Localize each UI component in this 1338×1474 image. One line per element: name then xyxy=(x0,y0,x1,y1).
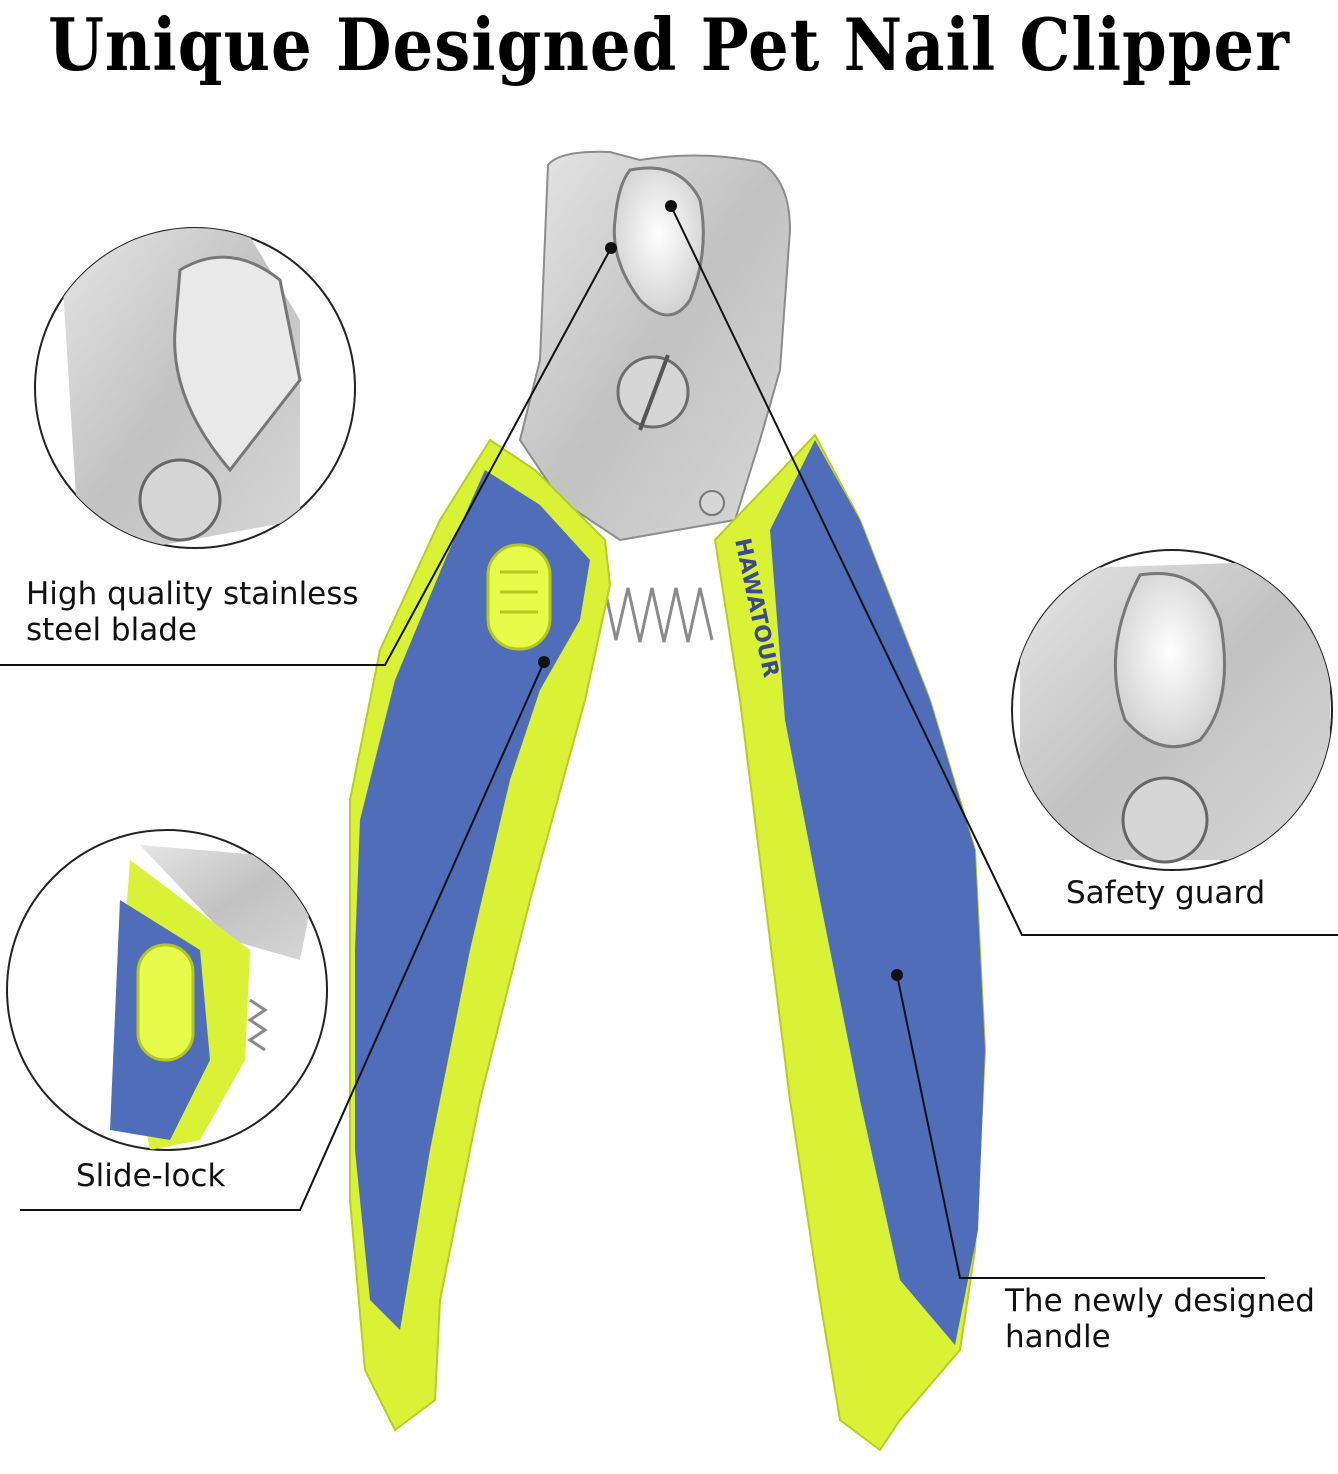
callout-handle-line1: The newly designed xyxy=(1005,1283,1315,1319)
callout-slide-lock-line1: Slide-lock xyxy=(76,1158,226,1194)
callout-blade-line1: High quality stainless xyxy=(26,576,359,612)
spring xyxy=(603,587,714,643)
left-handle xyxy=(349,438,612,1432)
safety-guard-hole xyxy=(612,166,705,317)
leader-lines xyxy=(0,205,1338,1279)
steel-blade-head xyxy=(518,150,792,542)
callout-safety-guard: Safety guard xyxy=(1066,875,1265,911)
detail-circle-blade xyxy=(34,227,356,549)
callout-handle-line2: handle xyxy=(1005,1319,1111,1355)
callout-blade: High quality stainless steel blade xyxy=(26,576,359,648)
callout-slide-lock: Slide-lock xyxy=(76,1158,225,1194)
callout-safety-guard-line1: Safety guard xyxy=(1066,875,1266,911)
right-handle: HAWATOUR xyxy=(713,433,987,1452)
slide-lock-button xyxy=(486,543,552,651)
leader-dots xyxy=(538,200,903,981)
detail-circle-safety-guard xyxy=(1011,549,1333,871)
callout-handle: The newly designed handle xyxy=(1005,1283,1315,1355)
detail-circle-slide-lock xyxy=(6,829,328,1151)
callout-blade-line2: steel blade xyxy=(26,612,197,648)
page-title: Unique Designed Pet Nail Clipper xyxy=(48,4,1290,88)
